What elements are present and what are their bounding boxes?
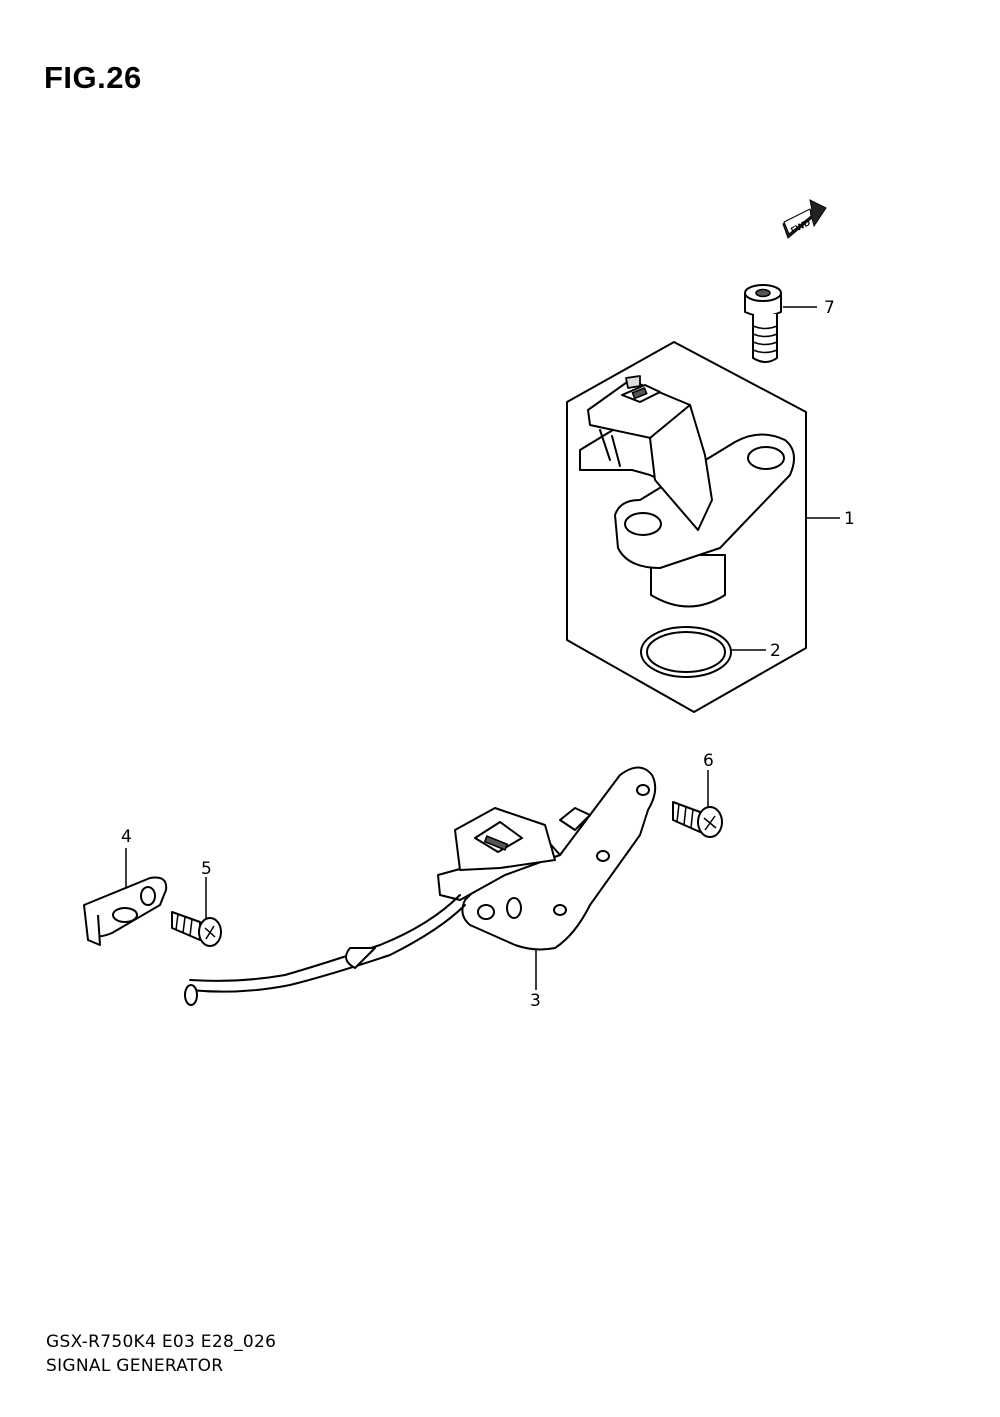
sensor-bracket bbox=[184, 766, 657, 1006]
callout-3: 3 bbox=[530, 991, 541, 1011]
figure-title: FIG.26 bbox=[44, 60, 142, 95]
model-code: GSX-R750K4 E03 E28_026 bbox=[46, 1332, 277, 1352]
callout-5: 5 bbox=[201, 859, 212, 879]
diagram-name: SIGNAL GENERATOR bbox=[46, 1356, 224, 1376]
callout-1: 1 bbox=[844, 509, 855, 529]
callout-6: 6 bbox=[703, 751, 714, 771]
assembly-outline bbox=[566, 341, 807, 713]
callout-7: 7 bbox=[824, 298, 835, 318]
footer: GSX-R750K4 E03 E28_026 SIGNAL GENERATOR bbox=[46, 1330, 276, 1378]
signal-generator-sensor bbox=[579, 375, 795, 608]
callout-2: 2 bbox=[770, 641, 781, 661]
screw-5 bbox=[171, 911, 222, 947]
callout-4: 4 bbox=[121, 827, 132, 847]
fwd-arrow-icon: FWD bbox=[782, 199, 827, 239]
screw-6 bbox=[672, 801, 723, 838]
o-ring bbox=[640, 626, 732, 678]
wire-clamp bbox=[83, 876, 168, 946]
bolt-7 bbox=[744, 284, 782, 363]
